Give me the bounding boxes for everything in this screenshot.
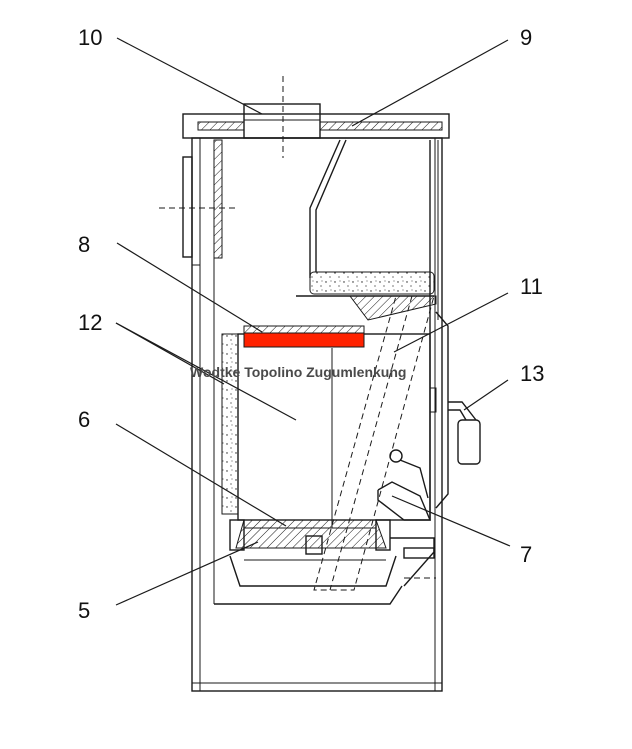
- label-9: 9: [520, 25, 532, 50]
- smoke-baffle: [296, 139, 437, 321]
- leader-lines: [115, 37, 511, 606]
- label-13: 13: [520, 361, 544, 386]
- door-front: [429, 311, 449, 509]
- top-lid: [182, 103, 450, 139]
- air-lever: [377, 449, 432, 521]
- label-5: 5: [78, 598, 90, 623]
- grate: [229, 519, 391, 555]
- callout-labels: 10 9 8 11 12 13 6 7 5: [78, 25, 544, 623]
- label-6: 6: [78, 407, 90, 432]
- secondary-air-duct: [390, 537, 436, 587]
- label-11: 11: [520, 274, 543, 299]
- label-12: 12: [78, 310, 102, 335]
- label-7: 7: [520, 542, 532, 567]
- label-10: 10: [78, 25, 102, 50]
- diagram-caption: Wodtke Topolino Zugumlenkung: [190, 364, 406, 380]
- plate-support: [243, 325, 365, 334]
- draft-deflector-plate: [243, 332, 365, 348]
- label-8: 8: [78, 232, 90, 257]
- door-handle: [448, 401, 481, 465]
- ash-pan: [214, 555, 403, 605]
- left-liner: [213, 139, 239, 604]
